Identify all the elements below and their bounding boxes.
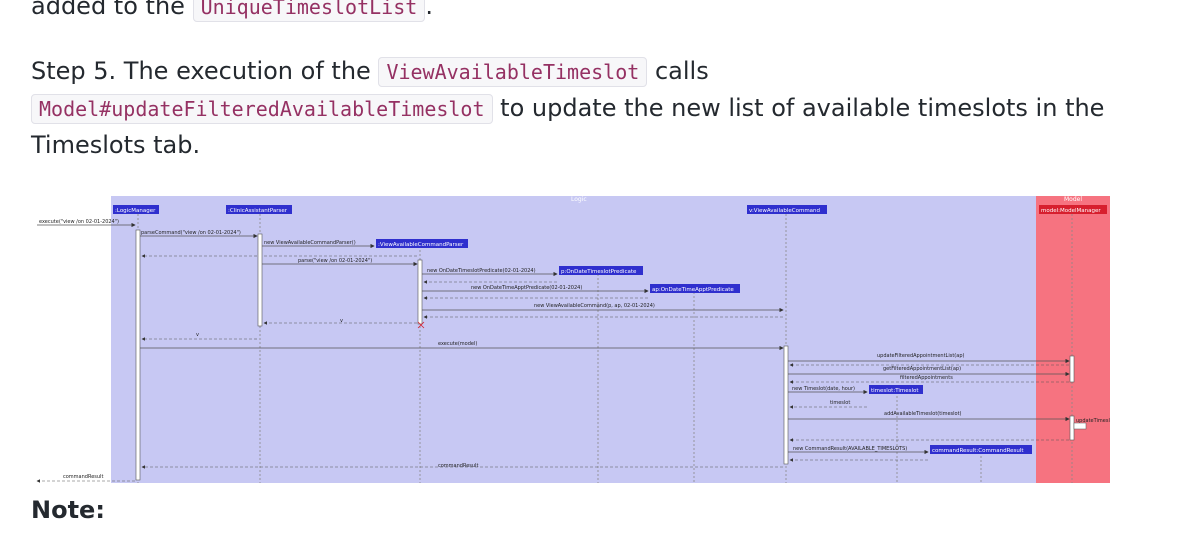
prev-line-end: . xyxy=(425,0,433,20)
msg-command-result-return: commandResult xyxy=(438,463,478,469)
msg-update-timeslot: updateTimesl xyxy=(1076,418,1110,424)
msg-new-timeslot-pred: new OnDateTimeslotPredicate(02-01-2024) xyxy=(427,268,536,274)
participant-timeslot: timeslot:Timeslot xyxy=(871,388,919,394)
logic-frame xyxy=(111,196,1036,483)
msg-new-timeslot: new Timeslot(date, hour) xyxy=(792,386,855,392)
msg-new-command: new ViewAvailableCommand(p, ap, 02-01-20… xyxy=(534,303,655,309)
msg-add-available: addAvailableTimeslot(timeslot) xyxy=(884,411,962,417)
msg-return-v-2: v xyxy=(196,332,199,338)
inline-code-unique-timeslot-list: UniqueTimeslotList xyxy=(192,0,426,22)
participant-appt-pred: ap:OnDateTimeApptPredicate xyxy=(652,287,734,293)
msg-filtered-appointments: filteredAppointments xyxy=(900,375,953,381)
step5-line-1: Step 5. The execution of the ViewAvailab… xyxy=(31,53,709,91)
msg-get-filtered: getFilteredAppointmentList(ap) xyxy=(883,366,961,372)
logic-frame-title: Logic xyxy=(571,196,587,203)
step5-text-c: to update the new list of available time… xyxy=(500,94,1105,122)
previous-paragraph: added to the UniqueTimeslotList. xyxy=(31,0,433,26)
msg-execute-model: execute(model) xyxy=(438,341,477,347)
model-frame-title: Model xyxy=(1064,196,1082,203)
step5-line-3: Timeslots tab. xyxy=(31,127,200,164)
inline-code-update-filtered: Model#updateFilteredAvailableTimeslot xyxy=(31,94,493,124)
participant-logic-manager: :LogicManager xyxy=(115,208,156,214)
msg-new-appt-pred: new OnDateTimeApptPredicate(02-01-2024) xyxy=(471,285,582,291)
msg-command-result-final: commandResult xyxy=(63,474,103,480)
step5-line-2: Model#updateFilteredAvailableTimeslot to… xyxy=(31,90,1104,128)
note-heading: Note: xyxy=(31,496,105,524)
msg-new-command-result: new CommandResult(AVAILABLE_TIMESLOTS) xyxy=(793,446,907,452)
msg-execute: execute("view /on 02-01-2024") xyxy=(39,219,119,225)
participant-cmd-parser: :ViewAvailableCommandParser xyxy=(378,242,464,248)
sequence-diagram: Logic Model :LogicManager :ClinicAssista… xyxy=(36,196,1110,483)
step5-text-a: Step 5. The execution of the xyxy=(31,57,371,85)
step5-text-b: calls xyxy=(654,57,709,85)
inline-code-view-available-timeslot: ViewAvailableTimeslot xyxy=(378,57,648,87)
prev-line-text: added to the xyxy=(31,0,185,20)
msg-parse: parse("view /on 02-01-2024") xyxy=(298,258,372,264)
msg-update-filtered: updateFilteredAppointmentList(ap) xyxy=(877,353,964,359)
step5-text-d: Timeslots tab. xyxy=(31,131,201,159)
participant-timeslot-pred: p:OnDateTimeslotPredicate xyxy=(561,269,637,275)
participant-command-result: commandResult:CommandResult xyxy=(932,448,1024,454)
participant-parser: :ClinicAssistantParser xyxy=(228,208,288,214)
msg-parse-command: parseCommand("view /on 02-01-2024") xyxy=(141,230,241,236)
participant-model-manager: model:ModelManager xyxy=(1041,208,1101,214)
msg-return-v-1: v xyxy=(340,318,343,324)
participant-command: v:ViewAvailableCommand xyxy=(749,208,820,214)
msg-timeslot-return: timeslot xyxy=(830,400,850,406)
msg-new-cmd-parser: new ViewAvailableCommandParser() xyxy=(264,240,356,246)
